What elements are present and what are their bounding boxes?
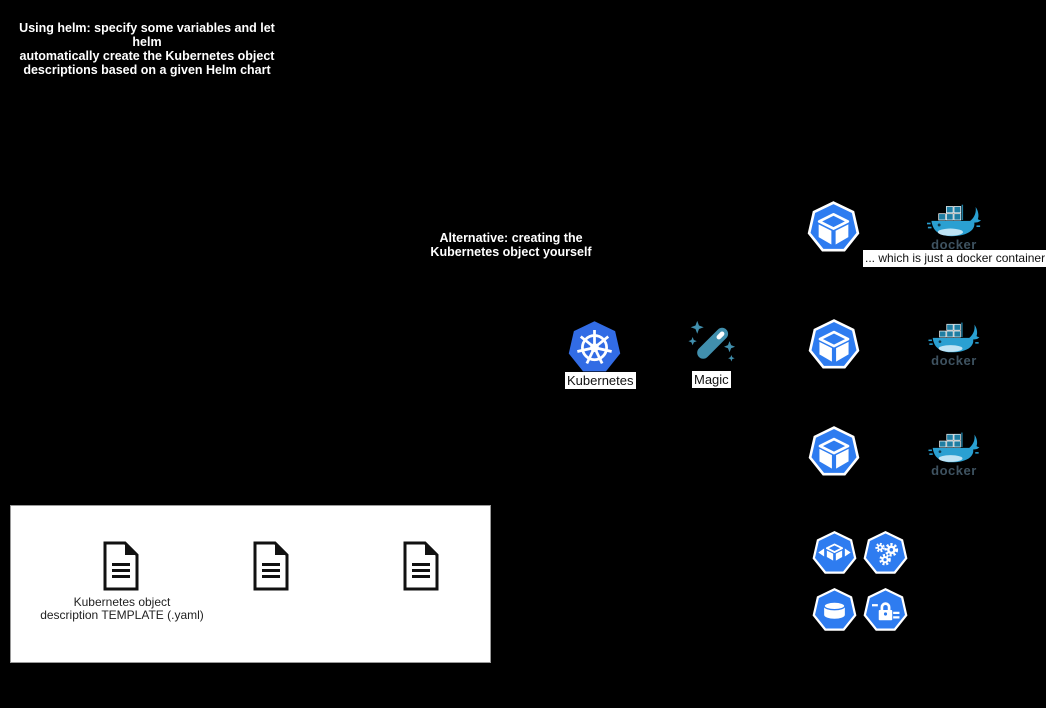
alternative-note-line: Alternative: creating the	[439, 231, 583, 245]
docker-whale-icon: docker	[928, 430, 980, 478]
alternative-note: Alternative: creating the Kubernetes obj…	[430, 231, 592, 259]
docker-wordmark: docker	[931, 237, 977, 252]
pod-cube-heptagon-icon	[808, 318, 860, 370]
deployment-cube-arrows-icon	[812, 530, 857, 575]
helm-note-line: automatically create the Kubernetes obje…	[19, 49, 275, 63]
docker-container-caption: ... which is just a docker container	[863, 249, 1046, 267]
docker-wordmark: docker	[931, 463, 977, 478]
pod-cube-heptagon-icon	[807, 200, 860, 253]
helm-note-line: Using helm: specify some variables and l…	[19, 21, 275, 49]
gears-icon	[863, 530, 908, 575]
yaml-document-icon	[251, 541, 291, 591]
padlock-secret-icon	[863, 587, 908, 632]
kubernetes-label: Kubernetes	[565, 372, 636, 390]
docker-whale-icon: docker	[926, 202, 982, 252]
helm-note-line: descriptions based on a given Helm chart	[23, 63, 271, 77]
docker-whale-icon: docker	[928, 320, 980, 368]
kubernetes-label-text: Kubernetes	[565, 372, 636, 389]
database-cylinder-icon	[812, 587, 857, 632]
template-box: Kubernetes object description TEMPLATE (…	[10, 505, 491, 663]
pod-cube-heptagon-icon	[808, 425, 860, 477]
docker-container-caption-text: ... which is just a docker container	[863, 250, 1046, 267]
magic-label: Magic	[692, 371, 731, 389]
alternative-note-line: Kubernetes object yourself	[430, 245, 592, 259]
helm-note: Using helm: specify some variables and l…	[7, 21, 287, 77]
template-caption-line: description TEMPLATE (.yaml)	[40, 608, 204, 622]
yaml-document-icon	[101, 541, 141, 591]
magic-wand-icon	[688, 317, 736, 369]
template-caption: Kubernetes object description TEMPLATE (…	[31, 596, 213, 622]
kubernetes-helm-wheel-icon	[566, 319, 623, 374]
magic-label-text: Magic	[692, 371, 731, 388]
template-caption-line: Kubernetes object	[73, 595, 171, 609]
yaml-document-icon	[401, 541, 441, 591]
docker-wordmark: docker	[931, 353, 977, 368]
